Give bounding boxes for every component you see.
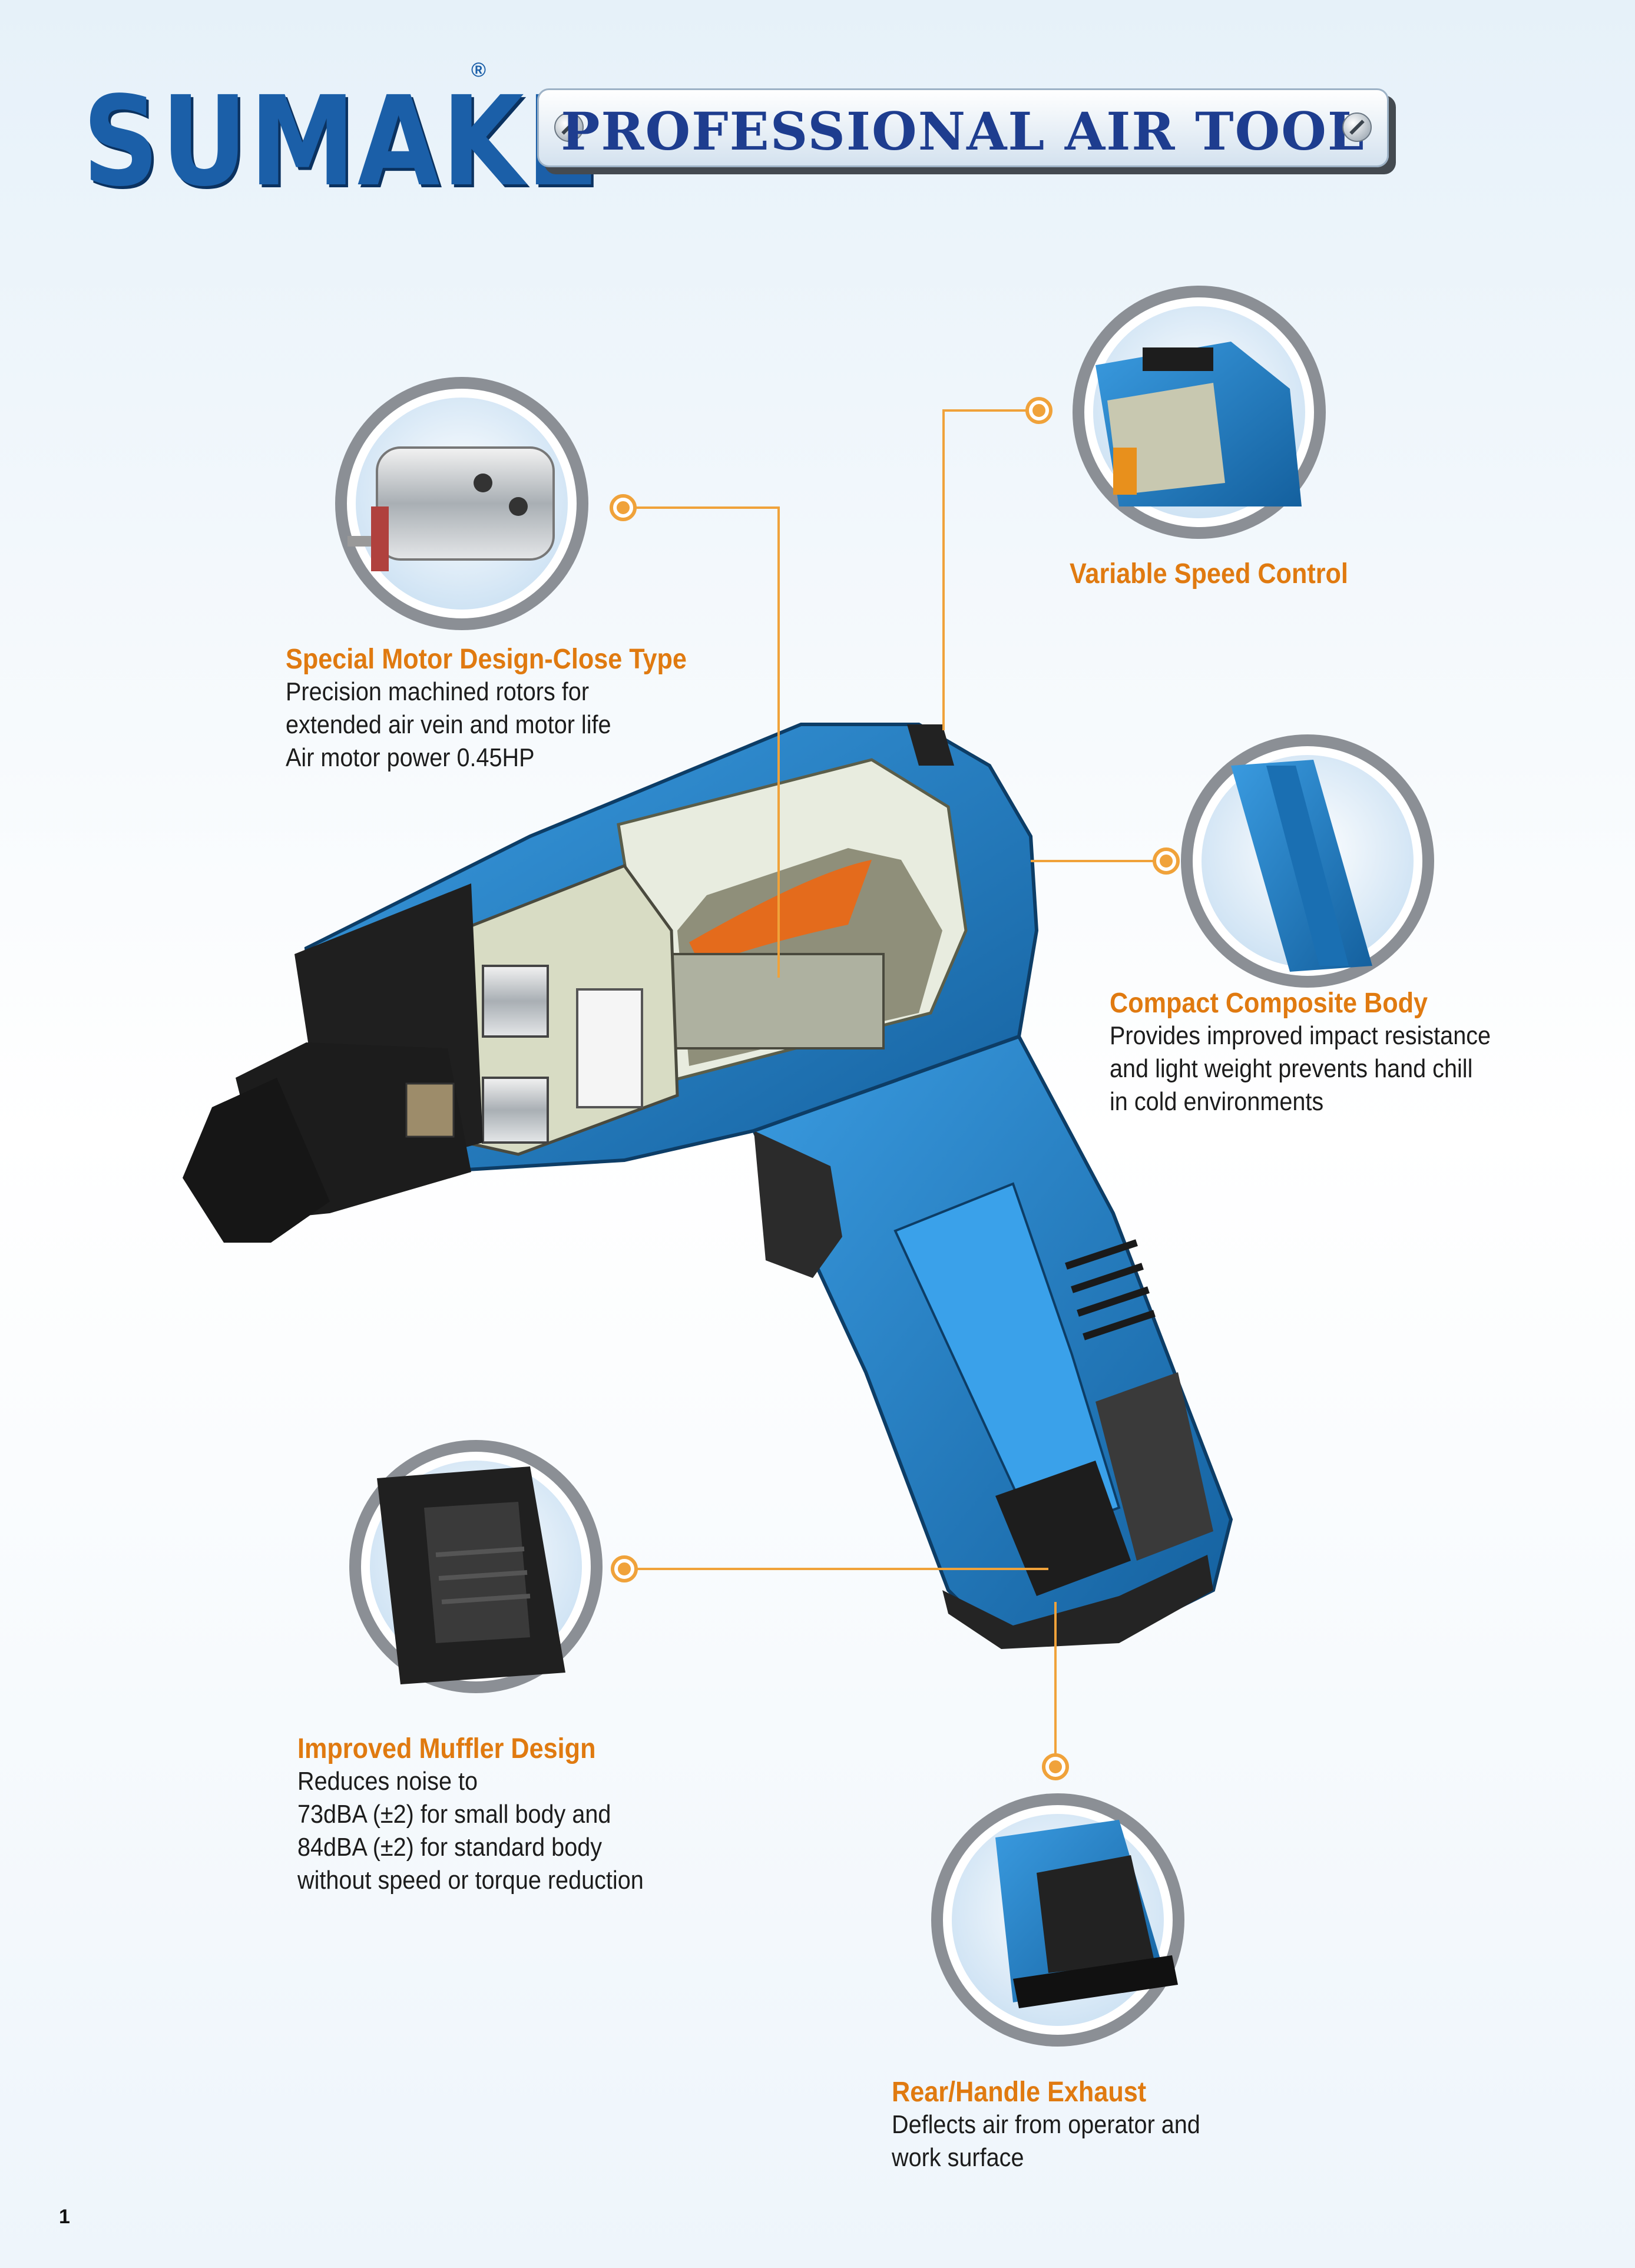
feature-line: 73dBA (±2) for small body and (297, 1800, 611, 1829)
feature-line: Reduces noise to (297, 1767, 478, 1796)
screw-icon (554, 112, 584, 142)
feature-line: and light weight prevents hand chill (1110, 1054, 1473, 1083)
feature-line: work surface (892, 2143, 1024, 2172)
feature-speed-control: Variable Speed Control (1070, 558, 1379, 590)
feature-composite-body: Compact Composite Body Provides improved… (1110, 987, 1533, 1118)
page-number: 1 (59, 2206, 70, 2228)
feature-line: extended air vein and motor life (286, 710, 611, 739)
composite-body-detail-circle (1181, 734, 1434, 988)
feature-line: 84dBA (±2) for standard body (297, 1833, 603, 1862)
feature-title: Improved Muffler Design (297, 1733, 596, 1764)
callout-dots (610, 397, 1180, 1780)
feature-title: Compact Composite Body (1110, 988, 1428, 1019)
feature-line: in cold environments (1110, 1087, 1324, 1116)
motor-detail-circle (335, 377, 588, 630)
registered-mark: ® (471, 59, 486, 81)
feature-title: Special Motor Design-Close Type (286, 644, 687, 675)
feature-muffler: Improved Muffler Design Reduces noise to… (297, 1733, 682, 1897)
callout-lines (624, 409, 1165, 1766)
tool-body (183, 723, 1039, 1243)
tool-handle (751, 1034, 1233, 1649)
screw-icon (1342, 112, 1372, 142)
feature-line: Deflects air from operator and (892, 2110, 1200, 2139)
feature-exhaust: Rear/Handle Exhaust Deflects air from op… (892, 2076, 1234, 2174)
exhaust-detail-circle (931, 1793, 1184, 2047)
feature-line: without speed or torque reduction (297, 1866, 644, 1895)
feature-motor: Special Motor Design-Close Type Precisio… (286, 643, 732, 774)
header-banner: PROFESSIONAL AIR TOOL (537, 88, 1389, 167)
feature-line: Provides improved impact resistance (1110, 1021, 1491, 1050)
feature-line: Precision machined rotors for (286, 677, 590, 706)
brand-logo: SUMAKE (82, 69, 601, 214)
feature-title: Variable Speed Control (1070, 558, 1348, 590)
muffler-detail-circle (349, 1440, 603, 1693)
feature-title: Rear/Handle Exhaust (892, 2077, 1147, 2108)
speed-control-detail-circle (1073, 286, 1326, 539)
banner-title: PROFESSIONAL AIR TOOL (561, 101, 1365, 162)
feature-line: Air motor power 0.45HP (286, 743, 535, 772)
